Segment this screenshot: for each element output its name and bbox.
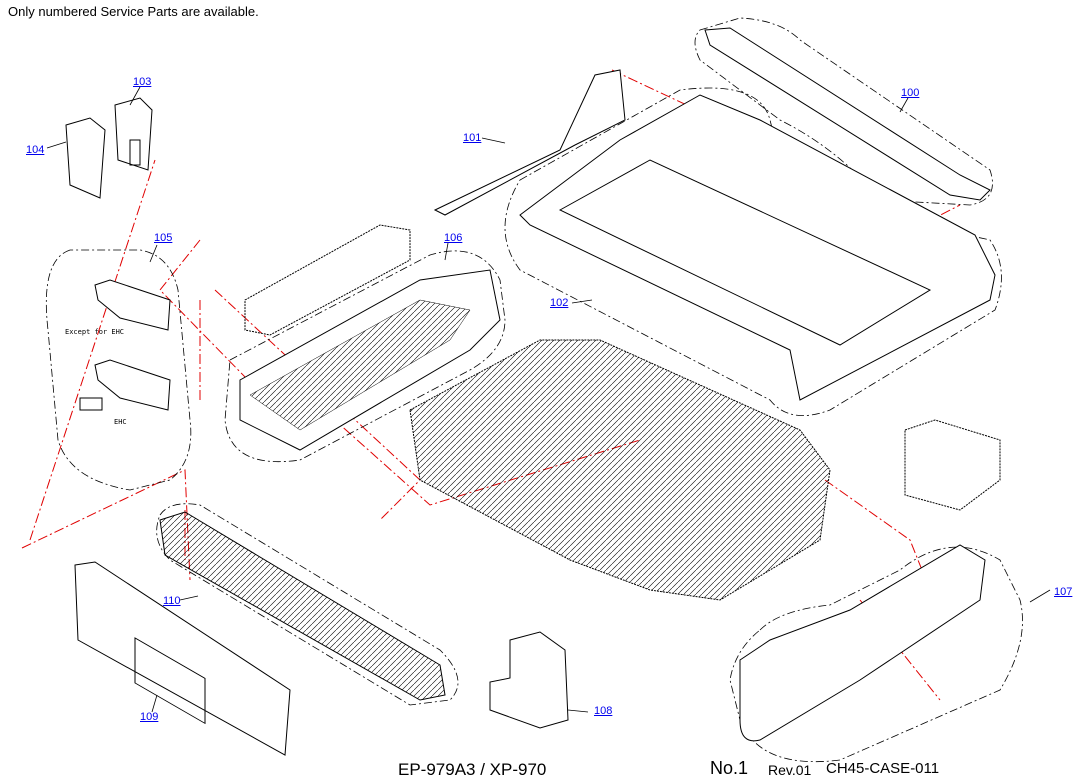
part-label-104[interactable]: 104 (26, 144, 45, 156)
revision: Rev.01 (768, 762, 812, 778)
main-mechanism-shape (409, 339, 831, 601)
board-shape (244, 224, 411, 336)
note-except-ehc: Except for EHC (65, 328, 125, 336)
part-102-shape (519, 94, 996, 401)
part-105-lower-shape (94, 359, 171, 411)
model-name: EP-979A3 / XP-970 (398, 760, 547, 779)
group-110-outline (156, 503, 459, 706)
part-104-shape (65, 117, 106, 199)
part-103-shape (114, 97, 153, 171)
part-label-103[interactable]: 103 (133, 76, 152, 88)
leader-lines (46, 86, 1051, 713)
part-109-shape (74, 561, 291, 756)
group-105-outline (45, 249, 192, 491)
ink-supply-unit-shape (904, 419, 1001, 511)
part-label-105[interactable]: 105 (154, 232, 173, 244)
part-101-shape (433, 69, 626, 216)
part-label-109[interactable]: 109 (140, 711, 159, 723)
group-102-outline (504, 87, 1002, 416)
note-ehc: EHC (114, 418, 127, 426)
part-label-106[interactable]: 106 (444, 232, 463, 244)
diagram-code: CH45-CASE-011 (826, 760, 940, 777)
group-107-outline (729, 546, 1023, 763)
part-107-shape (739, 544, 986, 742)
part-100-shape (704, 27, 991, 201)
service-parts-notice: Only numbered Service Parts are availabl… (8, 4, 259, 19)
part-label-107[interactable]: 107 (1054, 586, 1073, 598)
part-label-101[interactable]: 101 (463, 132, 482, 144)
part-label-100[interactable]: 100 (901, 87, 920, 99)
part-label-108[interactable]: 108 (594, 705, 613, 717)
part-105-upper-shape (94, 279, 171, 331)
part-108-shape (489, 631, 569, 729)
diagram-number: No.1 (710, 758, 749, 778)
part-110-shape (159, 511, 446, 701)
part-label-110[interactable]: 110 (163, 595, 181, 607)
part-label-102[interactable]: 102 (550, 297, 569, 309)
